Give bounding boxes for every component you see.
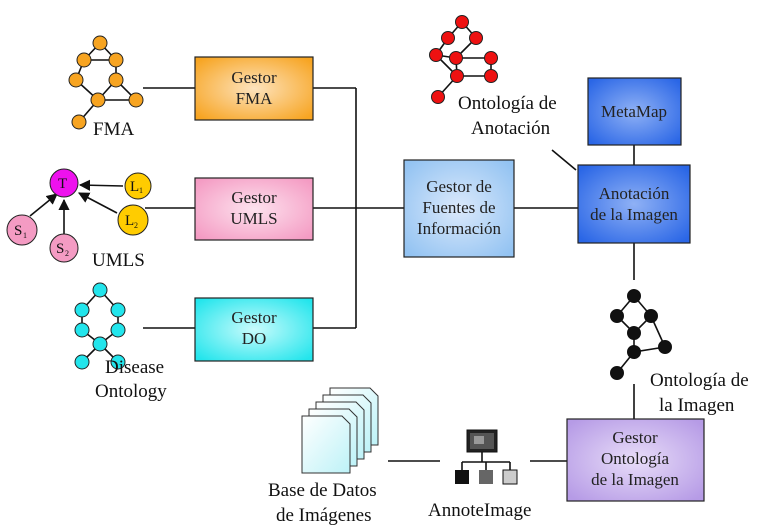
gestor-fma-line1: Gestor bbox=[231, 68, 277, 87]
gestor-umls-line1: Gestor bbox=[231, 188, 277, 207]
gestor-fma-line2: FMA bbox=[236, 89, 274, 108]
metamap-label: MetaMap bbox=[601, 102, 667, 121]
anotacion-line2: de la Imagen bbox=[590, 205, 678, 224]
onto-imagen-graph: Ontología de la Imagen bbox=[610, 289, 749, 416]
base-datos-label-line2: de Imágenes bbox=[276, 505, 371, 526]
umls-node-T bbox=[49, 168, 79, 198]
onto-anot-label-line1: Ontología de bbox=[458, 93, 557, 114]
onto-anot-connector bbox=[551, 149, 577, 171]
umls-node-L1-label: L bbox=[130, 179, 139, 195]
fma-nodes bbox=[68, 35, 144, 130]
fma-graph: FMA bbox=[68, 35, 144, 140]
metamap-box[interactable]: MetaMap bbox=[587, 77, 682, 146]
gestor-onto-img-line2: Ontología bbox=[601, 449, 669, 468]
annoteimage-label: AnnoteImage bbox=[428, 500, 531, 521]
anotacion-line1: Anotación bbox=[599, 184, 670, 203]
gestor-fuentes-line2: Fuentes de bbox=[422, 198, 495, 217]
gestor-umls-box[interactable]: Gestor UMLS bbox=[194, 177, 314, 241]
umls-node-L2-label: L bbox=[125, 213, 134, 229]
onto-img-nodes bbox=[610, 289, 672, 380]
do-nodes bbox=[74, 282, 126, 370]
umls-graph: T L 1 L 2 S 1 S 2 UMLS bbox=[6, 168, 152, 271]
umls-node-T-label: T bbox=[58, 176, 67, 192]
onto-anot-nodes bbox=[429, 15, 498, 104]
annoteimage-icon[interactable]: AnnoteImage bbox=[428, 429, 531, 521]
umls-node-S2-sub: 2 bbox=[65, 249, 69, 258]
gestor-onto-img-line3: de la Imagen bbox=[591, 470, 679, 489]
umls-node-S1-label: S bbox=[14, 223, 22, 239]
umls-node-S2 bbox=[49, 233, 79, 263]
base-datos-label-line1: Base de Datos bbox=[268, 480, 377, 501]
gestor-fuentes-box[interactable]: Gestor de Fuentes de Información bbox=[403, 159, 515, 258]
gestor-onto-img-line1: Gestor bbox=[612, 428, 658, 447]
umls-node-L2 bbox=[117, 204, 149, 236]
umls-node-L2-sub: 2 bbox=[134, 221, 138, 230]
umls-node-S2-label: S bbox=[56, 241, 64, 257]
onto-anotacion-graph: Ontología de Anotación bbox=[429, 15, 557, 139]
gestor-do-box[interactable]: Gestor DO bbox=[194, 297, 314, 362]
do-graph: Disease Ontology bbox=[74, 282, 167, 402]
onto-img-label-line1: Ontología de bbox=[650, 370, 749, 391]
do-label-line1: Disease bbox=[105, 357, 164, 378]
image-database-icon: Base de Datos de Imágenes bbox=[268, 387, 379, 526]
gestor-do-line2: DO bbox=[242, 329, 267, 348]
fma-label: FMA bbox=[93, 119, 134, 140]
connectors bbox=[143, 87, 635, 462]
gestor-onto-img-box[interactable]: Gestor Ontología de la Imagen bbox=[566, 418, 705, 502]
umls-node-L1 bbox=[124, 172, 152, 200]
umls-node-S1 bbox=[6, 214, 38, 246]
umls-node-S1-sub: 1 bbox=[23, 231, 27, 240]
gestor-fma-box[interactable]: Gestor FMA bbox=[194, 56, 314, 121]
gestor-umls-line2: UMLS bbox=[230, 209, 277, 228]
do-label-line2: Ontology bbox=[95, 381, 167, 402]
onto-anot-label-line2: Anotación bbox=[471, 118, 551, 139]
umls-node-L1-sub: 1 bbox=[139, 186, 143, 195]
anotacion-imagen-box[interactable]: Anotación de la Imagen bbox=[577, 164, 691, 244]
gestor-fuentes-line1: Gestor de bbox=[426, 177, 492, 196]
gestor-fuentes-line3: Información bbox=[417, 219, 502, 238]
umls-label: UMLS bbox=[92, 250, 145, 271]
gestor-do-line1: Gestor bbox=[231, 308, 277, 327]
onto-img-label-line2: la Imagen bbox=[659, 395, 735, 416]
